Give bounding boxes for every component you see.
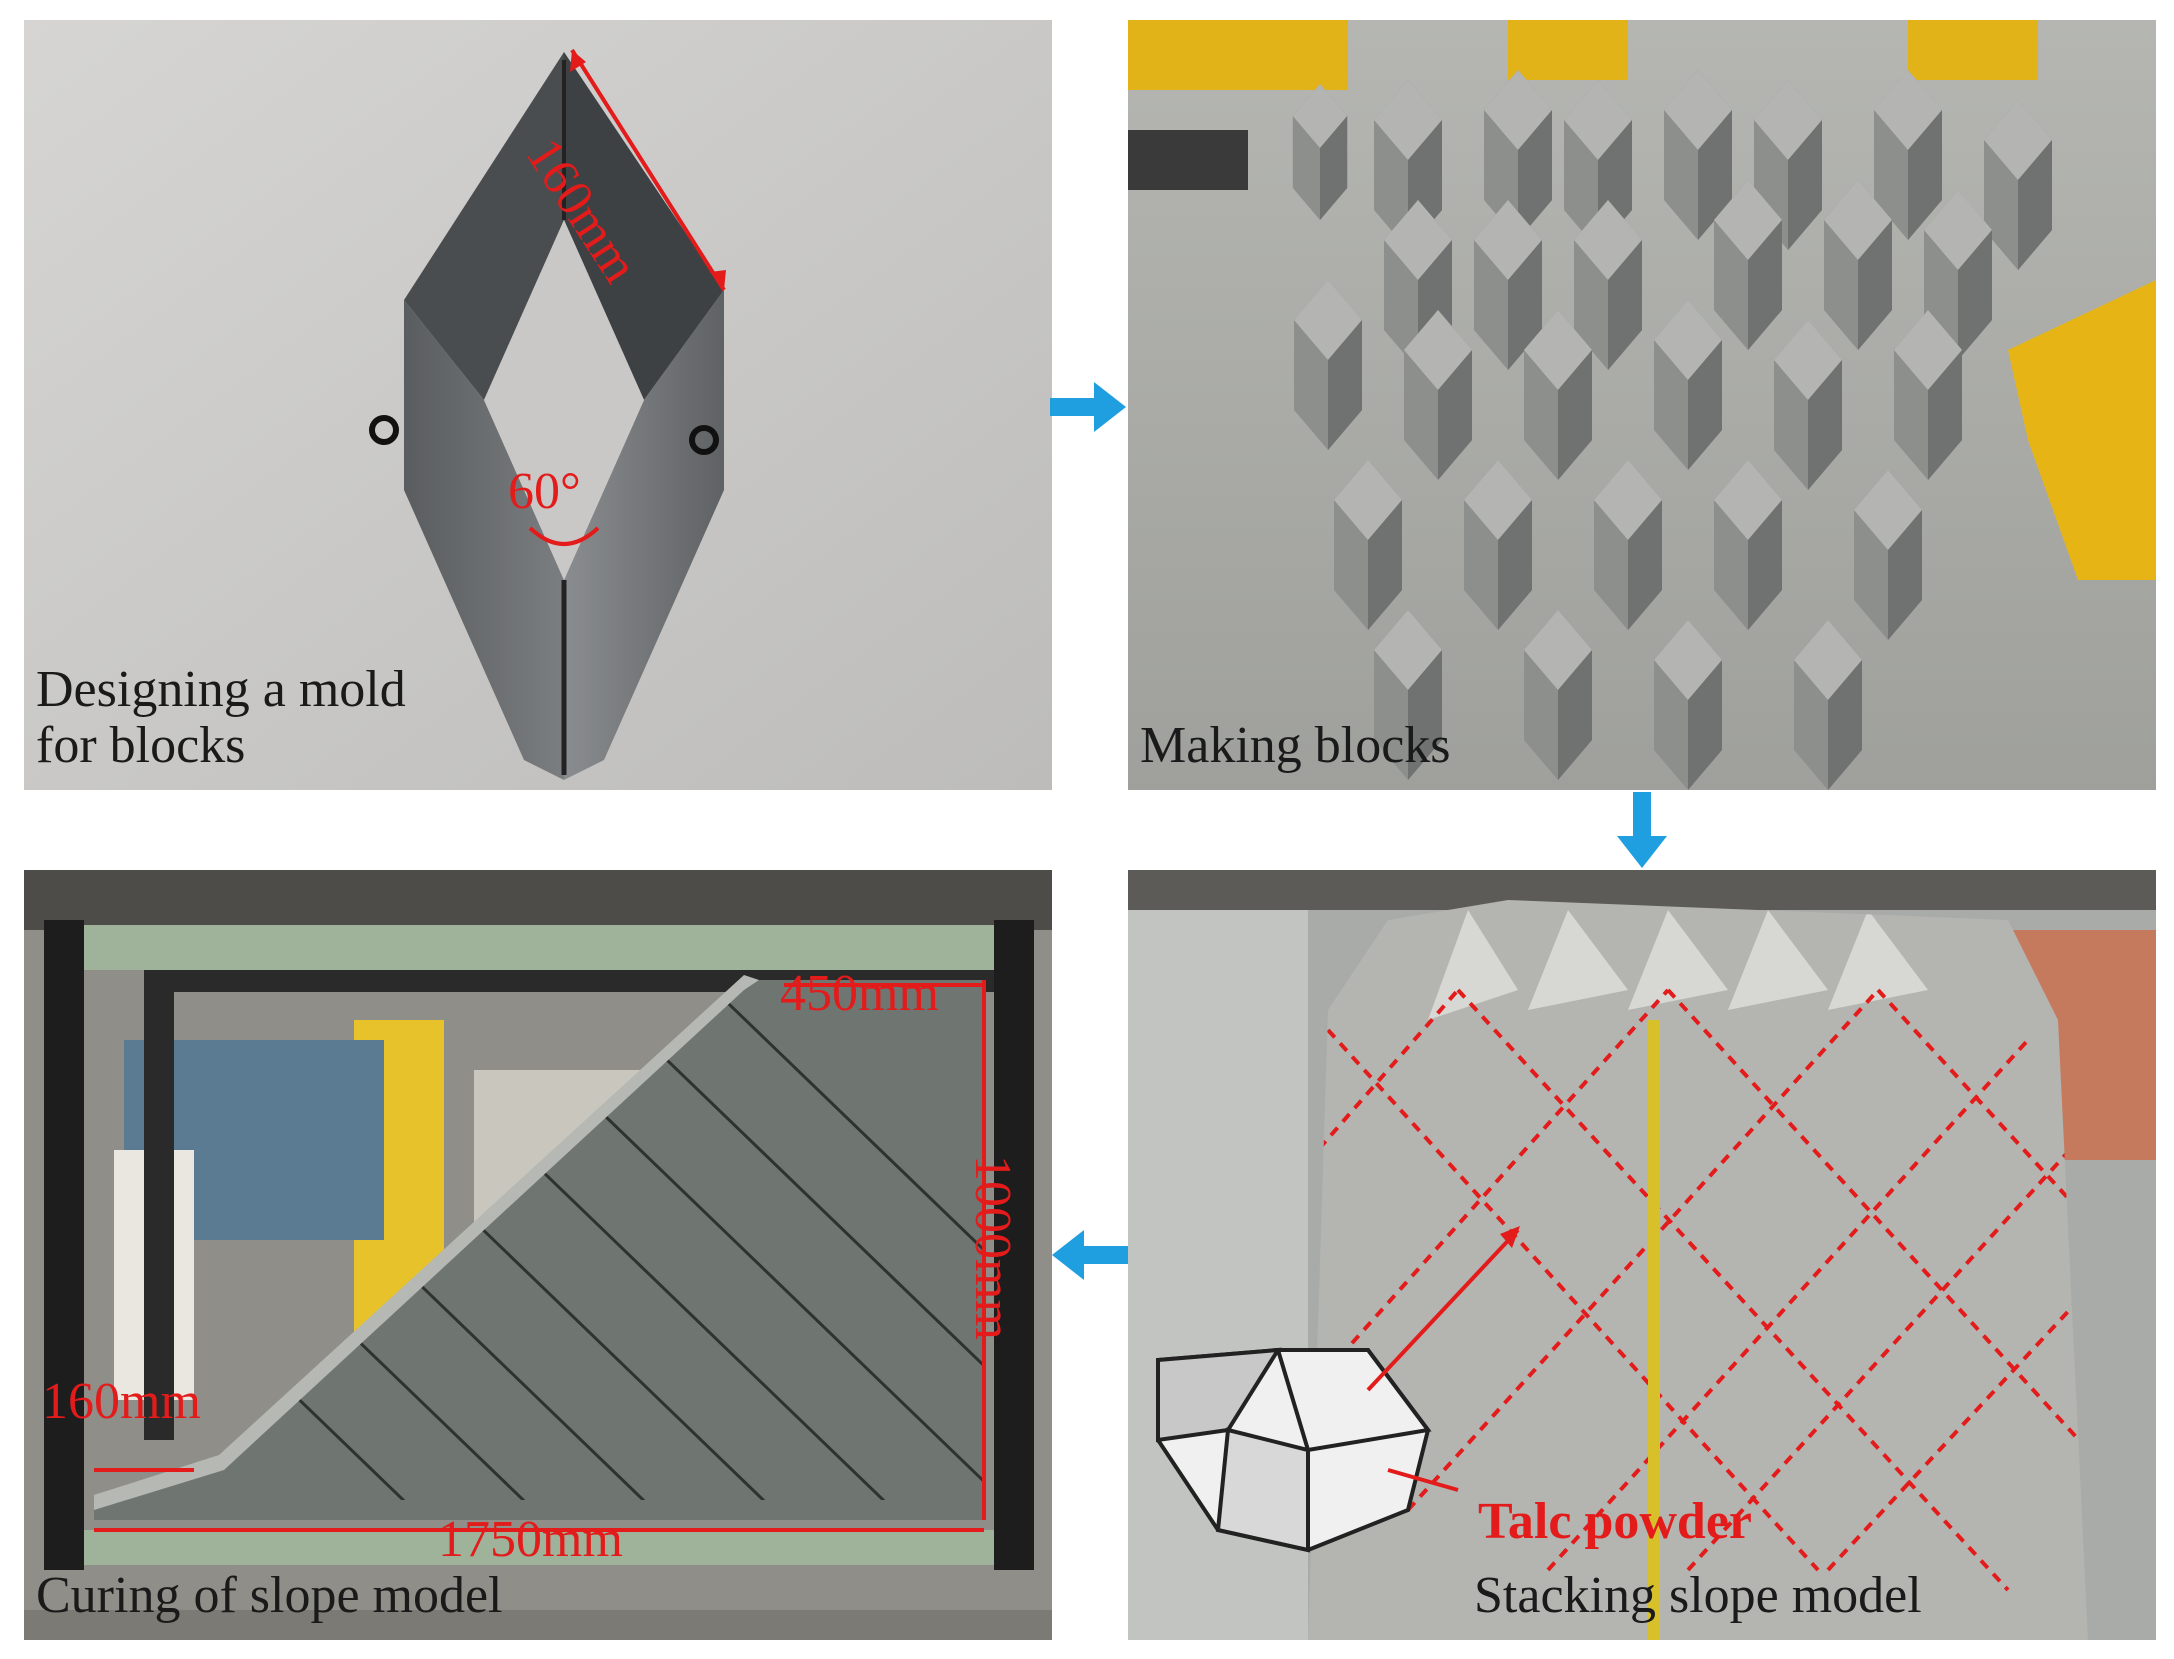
mold-angle-label: 60° [508, 463, 581, 520]
blocks-photo [1128, 20, 2156, 790]
mold-photo [24, 20, 1052, 790]
mold-caption: Designing a mold for blocks [36, 661, 406, 775]
curing-caption: Curing of slope model [36, 1567, 503, 1624]
panel-mold [24, 20, 1052, 790]
curing-photo [24, 870, 1052, 1640]
panel-stacking [1128, 870, 2156, 1640]
curing-toe-width-label: 160mm [42, 1373, 201, 1430]
curing-base-length-label: 1750mm [438, 1511, 623, 1568]
panel-curing [24, 870, 1052, 1640]
block-sketch [1156, 1347, 1432, 1553]
panel-blocks [1128, 20, 2156, 790]
arrow-down-icon [1617, 792, 1667, 868]
stacking-photo [1128, 870, 2156, 1640]
arrow-right-icon [1050, 382, 1126, 432]
curing-top-width-label: 450mm [780, 965, 939, 1022]
curing-height-label: 1000mm [964, 1155, 1021, 1340]
stacking-caption: Stacking slope model [1474, 1567, 1922, 1624]
arrow-left-icon [1052, 1230, 1128, 1280]
talc-powder-label: Talc powder [1478, 1493, 1752, 1550]
blocks-caption: Making blocks [1140, 717, 1451, 774]
